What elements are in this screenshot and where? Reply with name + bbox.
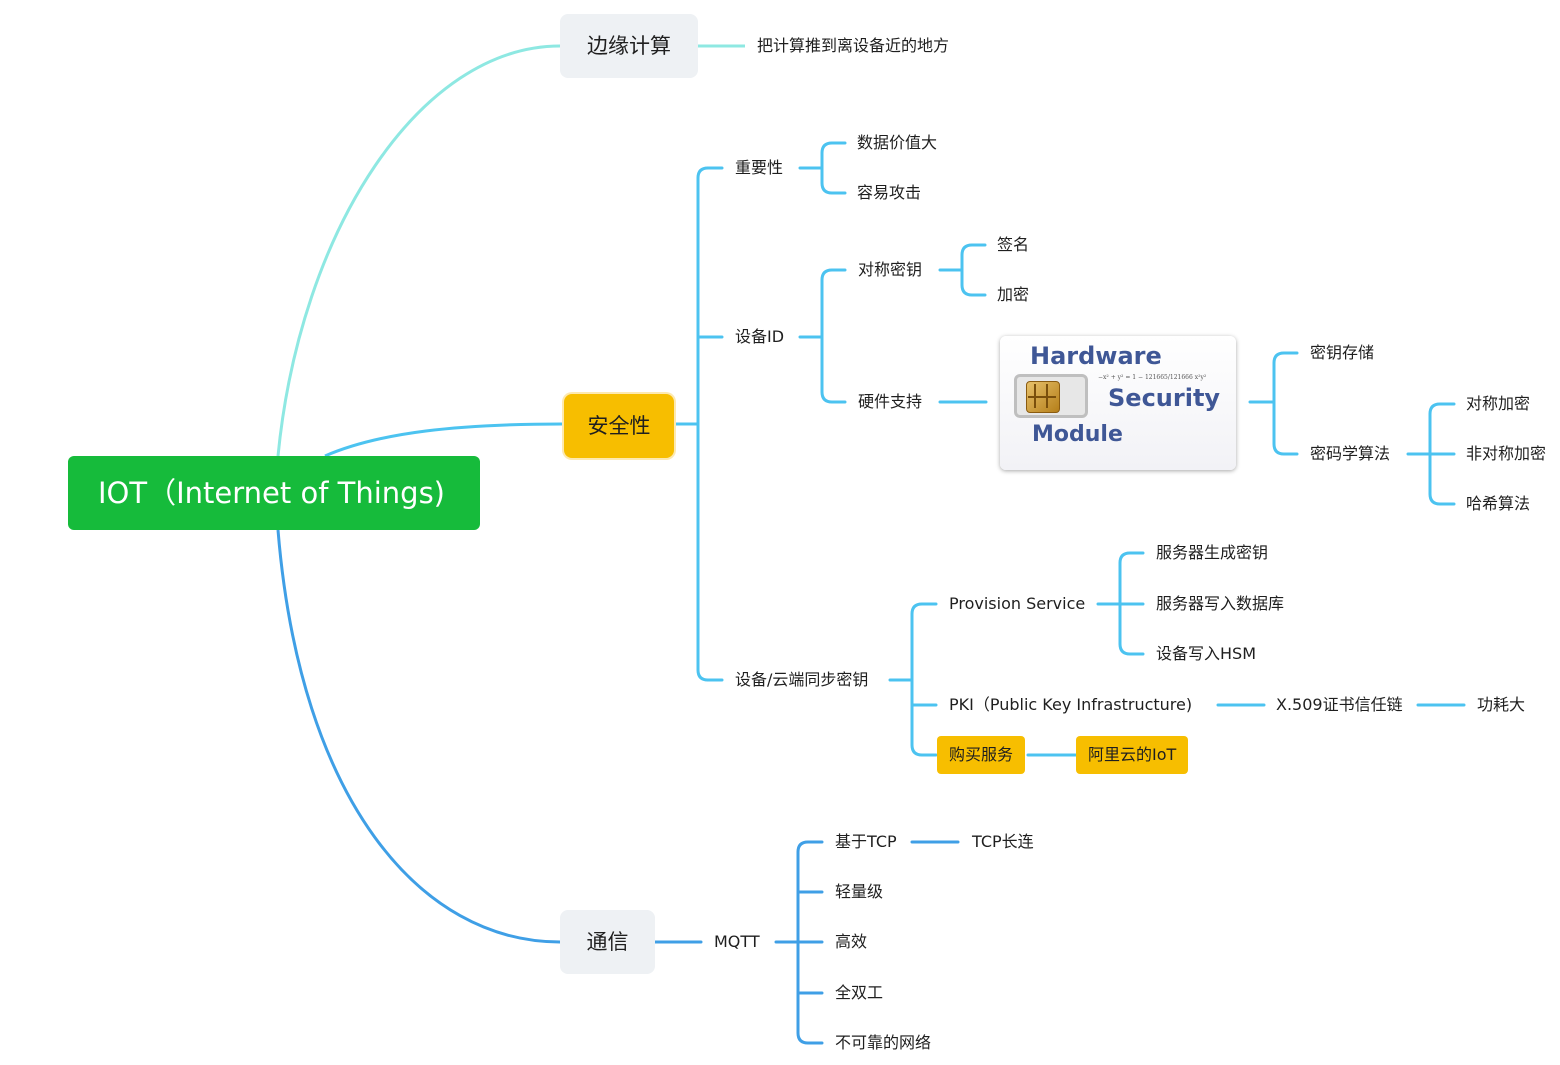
node-key-storage[interactable]: 密钥存储 <box>1310 343 1375 362</box>
node-asymmetric-encryption[interactable]: 非对称加密 <box>1466 444 1547 463</box>
node-x509-chain[interactable]: X.509证书信任链 <box>1276 695 1403 714</box>
node-full-duplex[interactable]: 全双工 <box>835 983 884 1002</box>
link-importance-children <box>798 141 847 195</box>
link-security-trunk <box>674 166 724 682</box>
link-image-children <box>1248 351 1299 456</box>
node-importance[interactable]: 重要性 <box>735 158 784 177</box>
node-hash-algorithm[interactable]: 哈希算法 <box>1466 494 1531 513</box>
node-server-write-db[interactable]: 服务器写入数据库 <box>1156 594 1285 613</box>
node-lightweight[interactable]: 轻量级 <box>835 882 884 901</box>
topic-security[interactable]: 安全性 <box>564 394 674 458</box>
hsm-word-hardware: Hardware <box>1030 342 1162 370</box>
node-hardware-support[interactable]: 硬件支持 <box>858 392 923 411</box>
root-node[interactable]: IOT（Internet of Things) <box>68 456 480 530</box>
node-tcp-long-connection[interactable]: TCP长连 <box>972 832 1034 851</box>
node-tcp-based[interactable]: 基于TCP <box>835 832 897 851</box>
topic-edge-computing[interactable]: 边缘计算 <box>560 14 698 78</box>
node-crypto-algorithms[interactable]: 密码学算法 <box>1310 444 1391 463</box>
link-root-edge <box>276 44 561 457</box>
link-symkey-children <box>938 243 987 297</box>
node-efficient[interactable]: 高效 <box>835 932 868 951</box>
node-unreliable-network[interactable]: 不可靠的网络 <box>835 1033 932 1052</box>
node-mqtt[interactable]: MQTT <box>714 932 760 951</box>
topic-communication[interactable]: 通信 <box>560 910 655 974</box>
edge-child[interactable]: 把计算推到离设备近的地方 <box>757 36 950 55</box>
hsm-word-module: Module <box>1032 422 1123 447</box>
hsm-formula: −x² + y² = 1 − 121665/121666 x²y² <box>1098 374 1207 381</box>
node-high-power[interactable]: 功耗大 <box>1477 695 1526 714</box>
hsm-image[interactable]: Hardware −x² + y² = 1 − 121665/121666 x²… <box>1000 336 1236 470</box>
link-crypto-children <box>1406 402 1456 506</box>
link-sync-children <box>888 602 938 757</box>
link-root-comm <box>276 529 561 944</box>
node-provision-service[interactable]: Provision Service <box>949 594 1086 613</box>
node-server-generate-key[interactable]: 服务器生成密钥 <box>1156 543 1269 562</box>
node-encrypt[interactable]: 加密 <box>997 285 1030 304</box>
node-importance-item-1[interactable]: 数据价值大 <box>857 133 938 152</box>
node-symmetric-key[interactable]: 对称密钥 <box>858 260 923 279</box>
node-sign[interactable]: 签名 <box>997 235 1030 254</box>
node-aliyun-iot[interactable]: 阿里云的IoT <box>1076 736 1189 774</box>
link-root-security <box>324 422 563 458</box>
node-key-sync[interactable]: 设备/云端同步密钥 <box>735 670 869 689</box>
chip-contact-line <box>1028 396 1056 398</box>
hsm-word-security: Security <box>1108 384 1221 412</box>
node-pki[interactable]: PKI（Public Key Infrastructure) <box>949 695 1193 714</box>
link-deviceid-children <box>798 268 847 404</box>
link-provision-children <box>1096 551 1145 656</box>
node-symmetric-encryption[interactable]: 对称加密 <box>1466 394 1531 413</box>
node-device-id[interactable]: 设备ID <box>735 327 785 346</box>
node-importance-item-2[interactable]: 容易攻击 <box>857 183 922 202</box>
node-buy-service[interactable]: 购买服务 <box>937 736 1026 774</box>
link-mqtt-children <box>774 840 824 1045</box>
node-device-write-hsm[interactable]: 设备写入HSM <box>1156 644 1256 663</box>
